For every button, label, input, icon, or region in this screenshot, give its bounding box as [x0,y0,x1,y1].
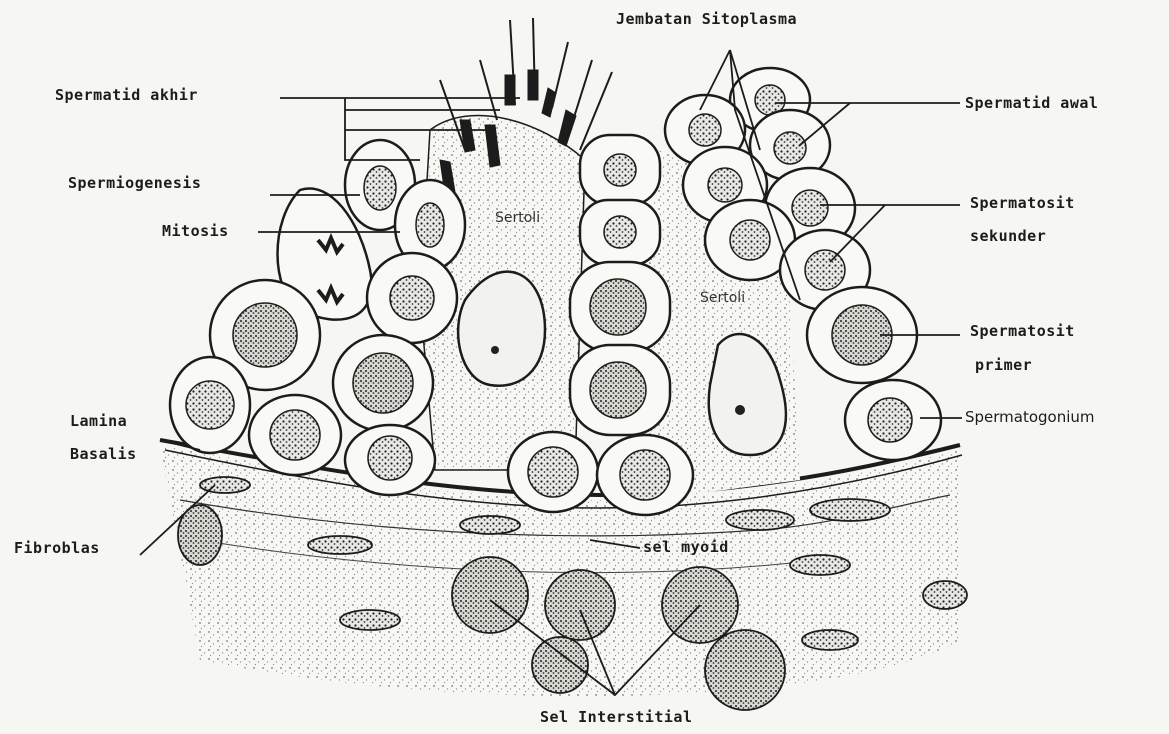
label-spermatosit-sekunder: Spermatosit [970,194,1075,212]
label-spermatogonium: Spermatogonium [965,408,1095,426]
label-spermatid-awal: Spermatid awal [965,94,1098,112]
label-spermatosit-primer-2: primer [975,356,1032,374]
label-lamina: Lamina [70,412,127,430]
label-spermiogenesis: Spermiogenesis [68,174,201,192]
label-sel-myoid: sel myoid [643,538,729,556]
label-fibroblas: Fibroblas [14,539,100,557]
label-sertoli-left: Sertoli [495,210,540,226]
label-basalis: Basalis [70,445,137,463]
label-sel-interstitial: Sel Interstitial [540,708,693,726]
label-spermatid-akhir: Spermatid akhir [55,86,198,104]
label-spermatosit-primer: Spermatosit [970,322,1075,340]
label-sertoli-right: Sertoli [700,290,745,306]
label-jembatan-sitoplasma: Jembatan Sitoplasma [616,10,797,28]
label-spermatosit-sekunder-2: sekunder [970,227,1046,245]
label-mitosis: Mitosis [162,222,229,240]
germ-cells-left [170,140,465,495]
